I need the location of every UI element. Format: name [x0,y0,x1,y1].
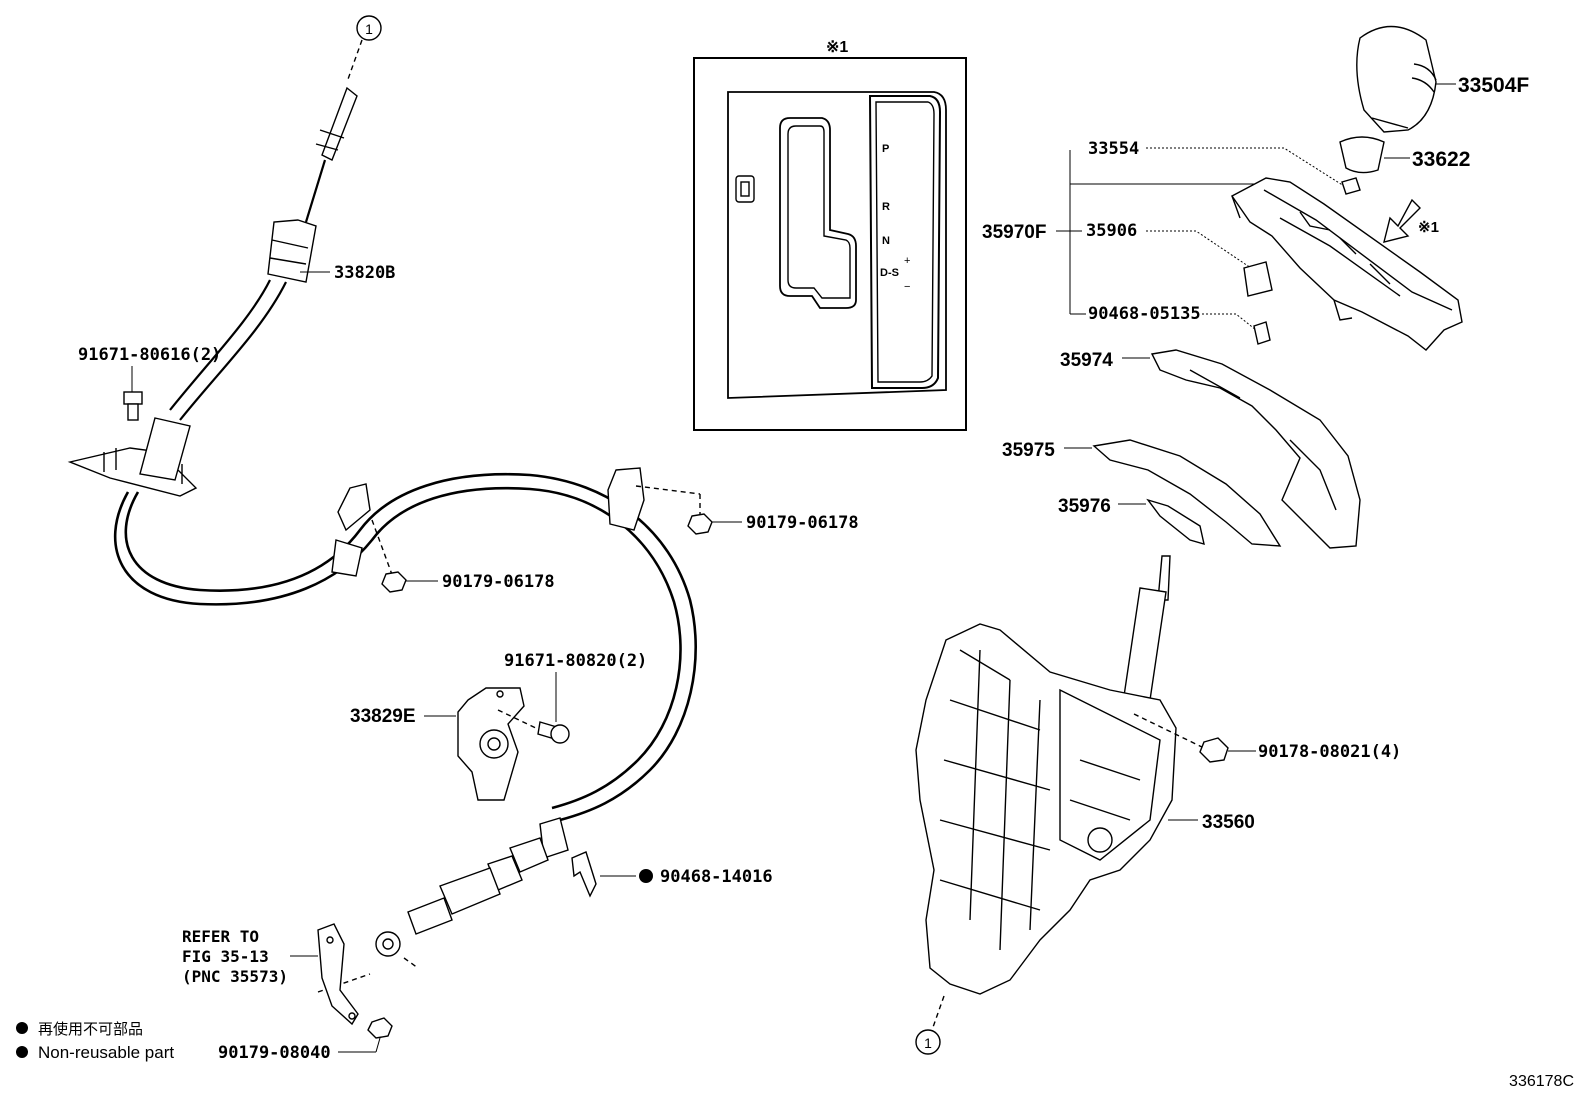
label-35975[interactable]: 35975 [1002,440,1055,461]
label-33504F[interactable]: 33504F [1458,74,1529,97]
figure-id: 336178C [1509,1073,1574,1090]
clip-33554[interactable] [1341,177,1361,195]
non-reusable-bullet-icon [16,1046,28,1058]
gate-R: R [882,201,890,213]
trim-35976[interactable] [1146,498,1205,545]
legend: 再使用不可部品 Non-reusable part [16,1021,174,1062]
label-90179-06178-a[interactable]: 90179-06178 [746,513,859,533]
label-90178-08021[interactable]: 90178-08021(4) [1258,742,1401,762]
label-33829E[interactable]: 33829E [350,706,416,727]
inset-mark: ※1 [826,39,848,56]
label-90468-05135[interactable]: 90468-05135 [1088,304,1201,324]
label-90179-08040[interactable]: 90179-08040 [218,1043,331,1063]
nut-90178-08021[interactable] [1199,737,1229,763]
label-33554[interactable]: 33554 [1088,139,1139,159]
label-90179-06178-b[interactable]: 90179-06178 [442,572,555,592]
circle-ref-bottom: 1 [915,995,945,1055]
refer-note-line2: FIG 35-13 [182,947,269,966]
label-35906[interactable]: 35906 [1086,221,1137,241]
nut-90179-06178-b[interactable] [381,571,407,593]
inset-frame [693,57,967,431]
label-90468-14016[interactable]: 90468-14016 [660,867,773,887]
label-91671-80616[interactable]: 91671-80616(2) [78,345,221,365]
shift-gate-panel: P R N D-S + − [727,91,947,399]
shift-knob-33504F[interactable] [1356,25,1437,133]
gate-N: N [882,235,890,247]
panel-35975[interactable] [1092,439,1282,547]
shift-cable-33820B[interactable] [67,86,697,957]
circle-ref-icon [356,15,382,41]
refer-note-line3: (PNC 35573) [182,967,288,986]
cover-35974[interactable] [1150,349,1361,549]
refer-note-line1: REFER TO [182,927,259,946]
non-reusable-bullet-icon [16,1022,28,1034]
clip-90468-05135[interactable] [1253,321,1271,345]
bolt-91671-80820[interactable] [537,721,570,744]
view-arrow-icon [1383,198,1421,243]
bracket-33829E[interactable] [457,687,525,801]
label-33560[interactable]: 33560 [1202,812,1255,833]
bracket-35573[interactable] [317,923,359,1026]
label-33622[interactable]: 33622 [1412,148,1470,171]
boot-33622[interactable] [1339,136,1385,174]
circle-ref-top: 1 [346,15,382,83]
label-91671-80820[interactable]: 91671-80820(2) [504,651,647,671]
circle-ref-icon [915,1029,941,1055]
bolt-91671-80616[interactable] [123,391,143,421]
label-35976[interactable]: 35976 [1058,496,1111,517]
legend-english: Non-reusable part [38,1043,174,1062]
clip-90468-14016[interactable] [571,851,597,898]
circle-ref-text: 1 [924,1035,932,1051]
gate-minus: − [904,281,910,293]
gate-plus: + [904,255,910,267]
nut-90179-08040[interactable] [367,1017,393,1039]
gate-DS: D-S [880,267,899,279]
label-35974[interactable]: 35974 [1060,350,1113,371]
legend-japanese: 再使用不可部品 [38,1021,143,1038]
shift-lever-assembly-33560[interactable] [915,555,1177,995]
console-bezel-35970F[interactable] [1230,177,1463,351]
label-35970F[interactable]: 35970F [982,222,1046,243]
non-reusable-bullet-icon [639,869,653,883]
gate-P: P [882,143,889,155]
circle-ref-text: 1 [365,21,373,37]
label-33820B[interactable]: 33820B [334,263,395,283]
indicator-35906[interactable] [1243,261,1273,297]
inset-mark-arrow: ※1 [1418,219,1439,236]
nut-90179-06178-a[interactable] [687,513,713,535]
